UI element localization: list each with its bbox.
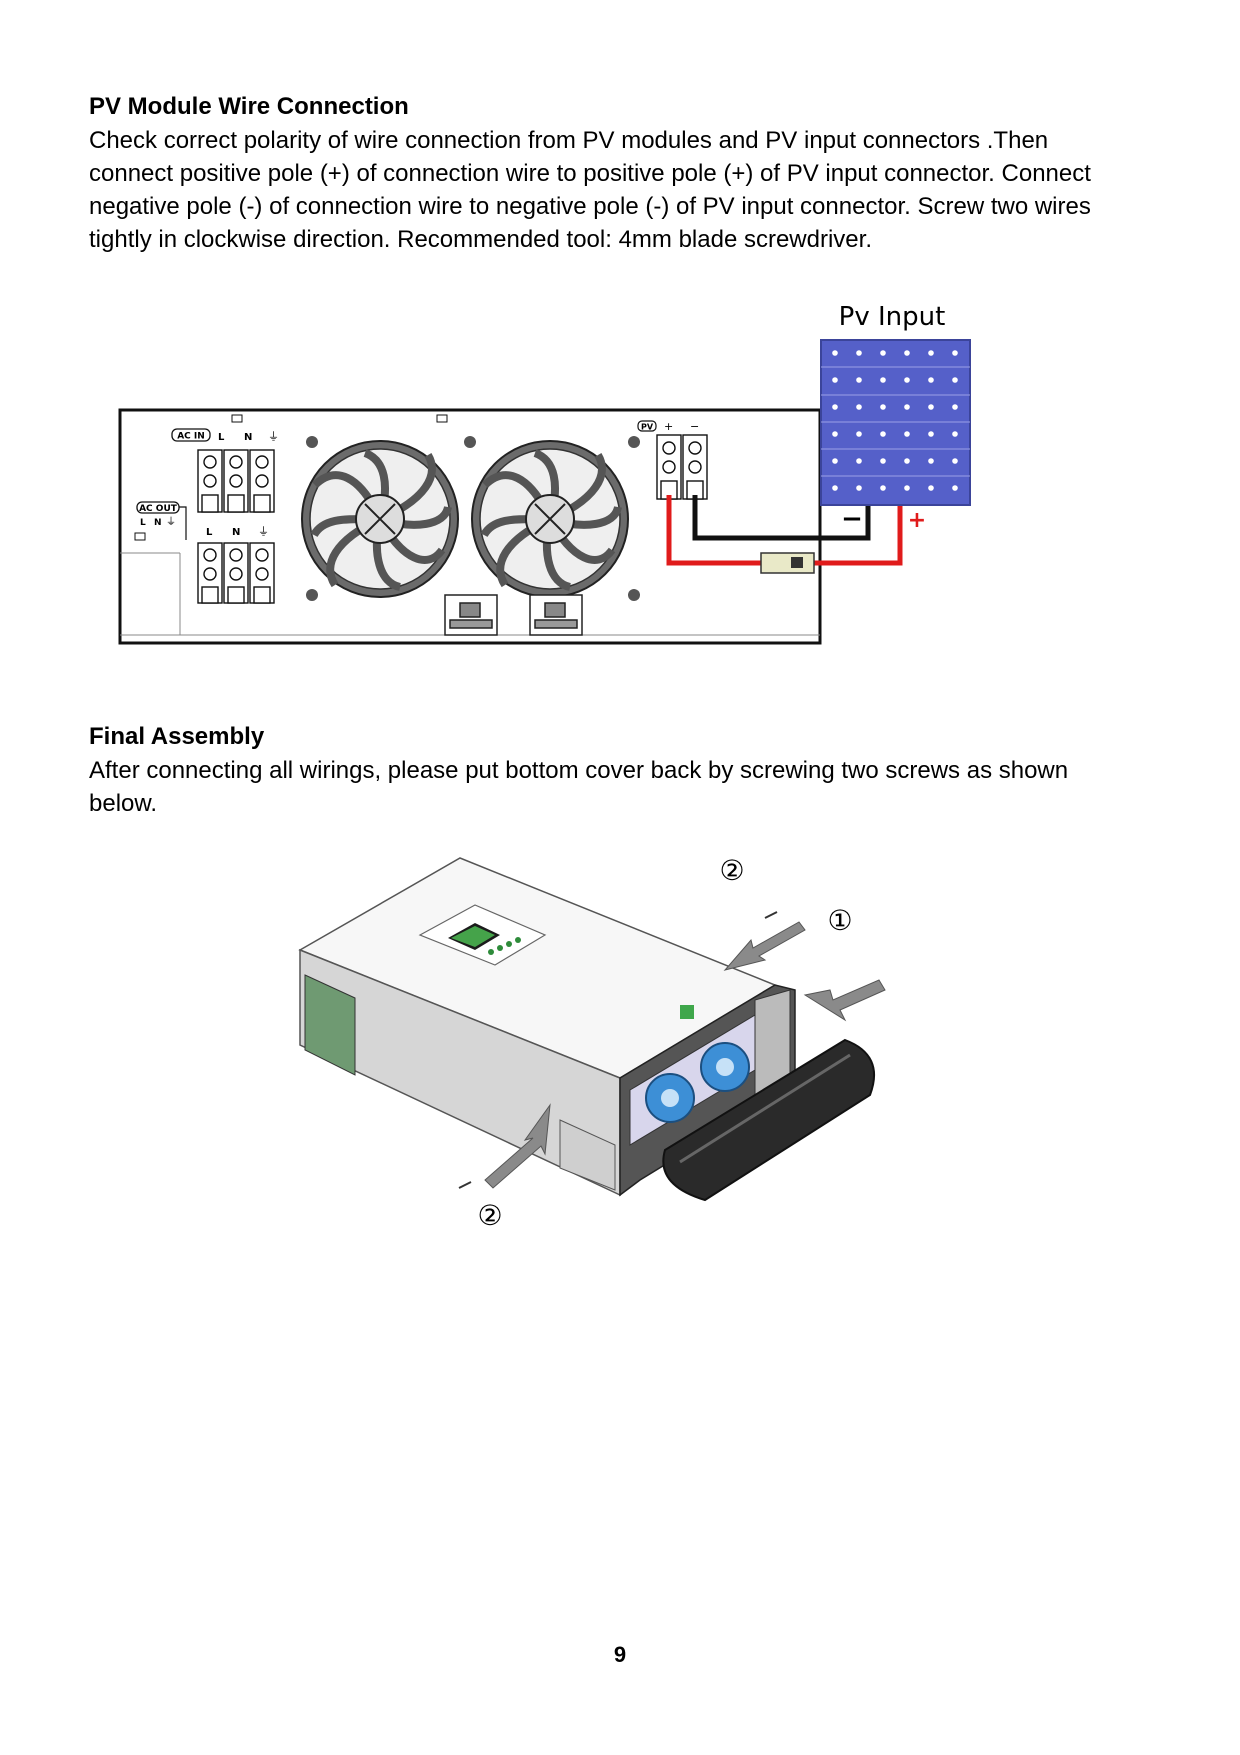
cooling-fan-left	[301, 440, 459, 598]
section-title-pv-wire-connection: PV Module Wire Connection	[89, 93, 409, 120]
pv-plus-label: +	[664, 420, 673, 433]
arrow-step-2-top	[723, 921, 806, 971]
panel-cell-dot	[928, 485, 934, 491]
panel-cell-dot	[880, 431, 886, 437]
text-line: Check correct polarity of wire connectio…	[89, 127, 1049, 154]
panel-cell-dot	[880, 377, 886, 383]
panel-cell-dot	[928, 404, 934, 410]
panel-cell-dot	[904, 350, 910, 356]
ac-in-N-label: N	[244, 432, 252, 443]
panel-cell-dot	[856, 404, 862, 410]
panel-cell-dot	[856, 485, 862, 491]
pv-wire-connection-text: Check correct polarity of wire connectio…	[89, 124, 1169, 256]
ac-out-ground-label: ⏚	[258, 525, 269, 538]
step-2-label-top: ②	[719, 854, 744, 887]
section-title-final-assembly: Final Assembly	[89, 723, 265, 750]
panel-cell-dot	[904, 458, 910, 464]
ac-in-ground-label: ⏚	[268, 430, 279, 443]
pv-input-terminal: PV + −	[637, 420, 708, 500]
ac-out-L-label: L	[206, 527, 213, 538]
final-assembly-diagram: ① ② ②	[298, 854, 886, 1232]
panel-cell-dot	[928, 458, 934, 464]
panel-screws	[306, 436, 640, 601]
panel-cell-dot	[952, 377, 958, 383]
solar-panel	[820, 339, 971, 506]
vent-grille-left	[304, 974, 356, 1076]
panel-cell-dot	[904, 404, 910, 410]
panel-cell-dot	[952, 350, 958, 356]
text-line: connect positive pole (+) of connection …	[89, 160, 1091, 187]
panel-cell-dot	[832, 377, 838, 383]
cooling-fan-right	[471, 440, 629, 598]
ac-in-terminal-block	[197, 449, 275, 513]
panel-cell-dot	[904, 377, 910, 383]
lcd-display	[418, 904, 547, 966]
panel-cell-dot	[904, 431, 910, 437]
page-number: 9	[613, 1642, 627, 1667]
final-assembly-text: After connecting all wirings, please put…	[89, 754, 1169, 820]
pv-label: PV	[641, 423, 654, 432]
text-line: tightly in clockwise direction. Recommen…	[89, 226, 872, 253]
arrow-step-1	[803, 979, 886, 1022]
ac-in-L-label: L	[218, 432, 225, 443]
mounting-brackets	[444, 594, 583, 636]
step-1-label: ①	[827, 904, 852, 937]
ac-in-terminal-group: AC IN L N ⏚	[171, 414, 279, 513]
ac-out-N-label: N	[232, 527, 240, 538]
panel-cell-dot	[952, 404, 958, 410]
positive-wire	[666, 495, 761, 566]
panel-negative-label: −	[841, 504, 863, 534]
text-line: After connecting all wirings, please put…	[89, 757, 1069, 784]
panel-cell-dot	[832, 404, 838, 410]
inline-breaker	[760, 552, 815, 574]
negative-wire	[692, 495, 871, 541]
panel-cell-dot	[856, 458, 862, 464]
text-line: negative pole (-) of connection wire to …	[89, 193, 1091, 220]
panel-cell-dot	[928, 377, 934, 383]
positive-wire-panel-side	[814, 503, 903, 566]
panel-cell-dot	[952, 431, 958, 437]
ac-in-label: AC IN	[177, 432, 205, 442]
panel-cell-dot	[832, 350, 838, 356]
panel-cell-dot	[880, 485, 886, 491]
panel-cell-dot	[856, 431, 862, 437]
ac-out-ground-label-left: ⏚	[166, 516, 176, 528]
panel-cell-dot	[832, 458, 838, 464]
panel-cell-dot	[904, 485, 910, 491]
arrow-step-2-bottom	[484, 1103, 551, 1189]
panel-cell-dot	[928, 350, 934, 356]
step-2-label-bottom: ②	[477, 1199, 502, 1232]
pv-input-title: Pv Input	[839, 302, 946, 332]
text-line: below.	[89, 790, 158, 817]
panel-cell-dot	[880, 458, 886, 464]
bottom-cover	[662, 1038, 875, 1202]
panel-cell-dot	[880, 404, 886, 410]
panel-cell-dot	[880, 350, 886, 356]
pv-minus-label: −	[690, 420, 699, 433]
panel-positive-label: +	[908, 508, 926, 533]
ac-out-N-label-left: N	[154, 518, 162, 528]
panel-cell-dot	[952, 458, 958, 464]
panel-cell-dot	[856, 350, 862, 356]
panel-cell-dot	[832, 485, 838, 491]
screw-icons	[458, 911, 778, 1189]
ac-out-L-label-left: L	[140, 518, 146, 528]
panel-cell-dot	[952, 485, 958, 491]
pv-wiring-diagram: AC IN L N ⏚ AC OUT L N ⏚ L N ⏚	[118, 302, 971, 645]
panel-cell-dot	[856, 377, 862, 383]
ac-out-terminal-block	[197, 542, 275, 604]
ac-out-terminal-group: AC OUT L N ⏚ L N ⏚	[134, 501, 275, 604]
panel-cell-dot	[928, 431, 934, 437]
ac-out-label: AC OUT	[139, 504, 178, 514]
panel-cell-dot	[832, 431, 838, 437]
